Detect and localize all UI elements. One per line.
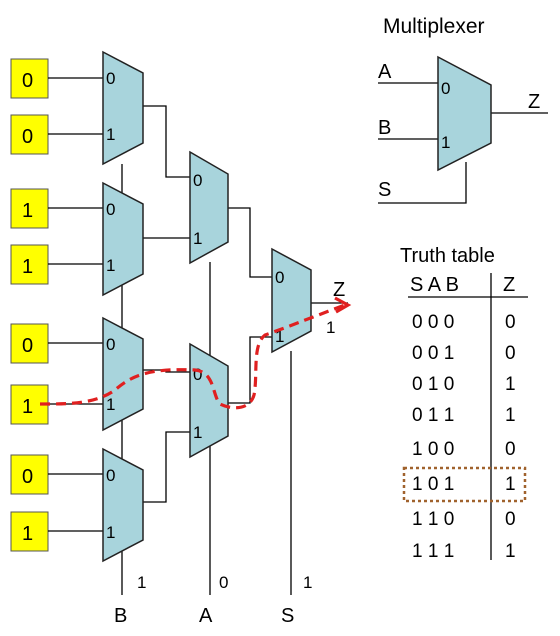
stage1-muxes: 0 1 0 1 0 1 0 1 (102, 50, 144, 563)
truth-table-title: Truth table (400, 245, 495, 267)
svg-text:0 1 0: 0 1 0 (412, 374, 454, 395)
svg-text:1: 1 (106, 395, 115, 414)
select-s-value: 1 (303, 573, 312, 592)
svg-text:0: 0 (22, 335, 33, 357)
svg-text:1 1 0: 1 1 0 (412, 509, 454, 530)
svg-text:1: 1 (22, 523, 33, 545)
input-box-4 (10, 323, 49, 364)
wires (48, 77, 348, 595)
svg-text:1: 1 (193, 423, 202, 442)
svg-text:0: 0 (22, 126, 33, 148)
svg-text:1 1 1: 1 1 1 (412, 541, 454, 562)
svg-text:1: 1 (106, 256, 115, 275)
legend-port-0: 0 (441, 79, 450, 98)
svg-text:1 0 0: 1 0 0 (412, 439, 454, 460)
select-b-value: 1 (137, 573, 146, 592)
input-boxes: 0 0 1 1 0 1 0 1 (10, 58, 49, 552)
svg-text:1: 1 (505, 405, 516, 426)
legend-output-z: Z (528, 91, 540, 113)
svg-text:0: 0 (106, 200, 115, 219)
truth-table-header-inputs: S A B (410, 274, 459, 296)
svg-text:1: 1 (505, 541, 516, 562)
svg-text:1: 1 (22, 396, 33, 418)
svg-text:0 0 1: 0 0 1 (412, 343, 454, 364)
mux-s1-1 (102, 181, 144, 297)
svg-text:1: 1 (22, 200, 33, 222)
legend-input-b: B (378, 117, 391, 139)
svg-text:0: 0 (22, 466, 33, 488)
select-labels: B 1 A 0 S 1 (114, 573, 312, 627)
svg-text:0: 0 (505, 312, 516, 333)
legend-select-s: S (378, 179, 391, 201)
select-s-name: S (281, 605, 294, 627)
truth-table: Truth table S A B Z 0 0 0 0 0 0 1 0 0 1 … (400, 245, 528, 562)
svg-text:1: 1 (22, 256, 33, 278)
signal-arrowhead (334, 296, 352, 314)
svg-text:1: 1 (193, 229, 202, 248)
legend-input-a: A (378, 61, 392, 83)
stage2-muxes: 0 1 0 1 (189, 150, 229, 459)
svg-text:1 0 1: 1 0 1 (412, 474, 454, 495)
svg-text:0 1 1: 0 1 1 (412, 405, 454, 426)
mux-s1-2 (102, 316, 144, 432)
svg-text:0: 0 (275, 268, 284, 287)
mux-s3-0 (271, 247, 312, 354)
input-box-2 (10, 188, 49, 229)
diagram-title: Multiplexer (383, 15, 485, 38)
highlighted-row-box (402, 466, 527, 503)
input-box-1 (10, 114, 49, 155)
svg-text:1: 1 (275, 327, 284, 346)
select-b-name: B (114, 605, 127, 627)
select-a-value: 0 (219, 573, 228, 592)
stage3-mux: 0 1 (271, 247, 312, 354)
svg-text:0: 0 (505, 509, 516, 530)
svg-text:0 0 0: 0 0 0 (412, 312, 454, 333)
legend-multiplexer: A B S Z 0 1 (378, 55, 548, 204)
svg-text:0: 0 (505, 343, 516, 364)
input-box-7 (10, 511, 49, 552)
svg-text:0: 0 (193, 171, 202, 190)
output-z-value: 1 (326, 318, 335, 337)
mux-s1-3 (102, 447, 144, 563)
svg-text:0: 0 (106, 466, 115, 485)
svg-text:0: 0 (106, 69, 115, 88)
mux-s2-0 (189, 150, 229, 265)
svg-text:0: 0 (193, 365, 202, 384)
truth-table-header-z: Z (503, 274, 515, 296)
input-box-0 (10, 58, 49, 99)
svg-text:0: 0 (505, 439, 516, 460)
select-a-name: A (199, 605, 213, 627)
svg-text:1: 1 (505, 374, 516, 395)
svg-text:1: 1 (106, 523, 115, 542)
svg-text:0: 0 (22, 70, 33, 92)
svg-text:1: 1 (106, 125, 115, 144)
legend-port-1: 1 (441, 133, 450, 152)
output-z-label: Z (333, 279, 345, 301)
svg-text:0: 0 (106, 335, 115, 354)
input-box-3 (10, 244, 49, 285)
svg-text:1: 1 (505, 474, 516, 495)
mux-s1-0 (102, 50, 144, 166)
legend-mux-symbol (437, 55, 492, 172)
selected-signal-path (39, 303, 346, 410)
